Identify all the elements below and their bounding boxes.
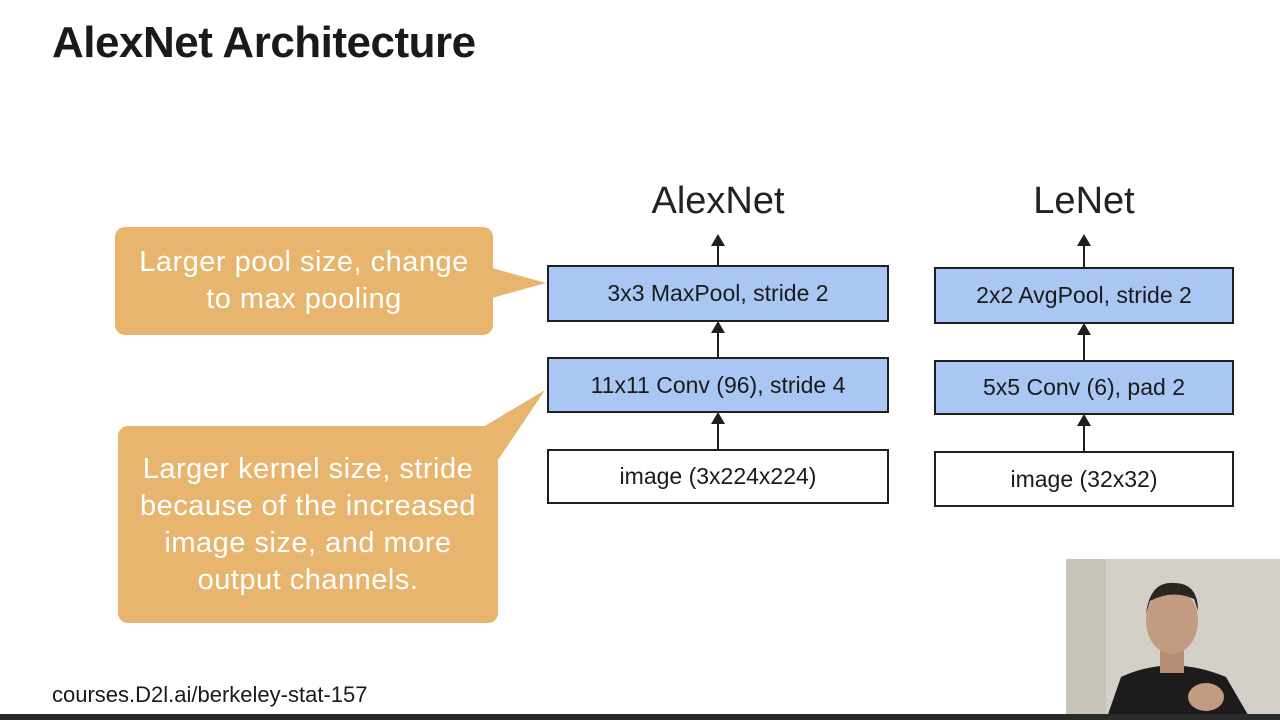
- kernel-callout: Larger kernel size, stride because of th…: [118, 426, 498, 623]
- alexnet-image-label: image (3x224x224): [619, 463, 817, 489]
- alexnet-conv-to-pool-arrow: [711, 321, 725, 357]
- alexnet-conv-layer: 11x11 Conv (96), stride 4: [547, 357, 889, 413]
- presenter-figure: [1066, 559, 1280, 720]
- lenet-conv-label: 5x5 Conv (6), pad 2: [982, 374, 1185, 400]
- lenet-image-to-conv-arrow: [1077, 414, 1091, 451]
- pool-callout-text: Larger pool size, change to max pooling: [139, 246, 469, 315]
- slide-title: AlexNet Architecture: [52, 18, 476, 67]
- bottom-bar: [0, 714, 1280, 720]
- alexnet-output-arrow: [711, 234, 725, 266]
- pool-callout: Larger pool size, change to max pooling: [115, 227, 493, 335]
- lenet-image-layer: image (32x32): [934, 451, 1234, 507]
- lenet-output-arrow: [1077, 234, 1091, 267]
- alexnet-maxpool-layer: 3x3 MaxPool, stride 2: [547, 265, 889, 322]
- lenet-title: LeNet: [1033, 180, 1135, 222]
- alexnet-maxpool-label: 3x3 MaxPool, stride 2: [607, 280, 829, 306]
- alexnet-conv-label: 11x11 Conv (96), stride 4: [590, 371, 846, 398]
- lenet-avgpool-label: 2x2 AvgPool, stride 2: [976, 282, 1192, 308]
- lenet-image-label: image (32x32): [1010, 465, 1158, 492]
- alexnet-image-to-conv-arrow: [711, 412, 725, 449]
- pool-callout-tail: [492, 268, 546, 298]
- presenter-webcam: [1066, 559, 1280, 720]
- lenet-avgpool-layer: 2x2 AvgPool, stride 2: [934, 267, 1234, 324]
- alexnet-title: AlexNet: [651, 180, 785, 222]
- kernel-callout-text: Larger kernel size, stride because of th…: [139, 452, 477, 596]
- footer-url: courses.D2l.ai/berkeley-stat-157: [52, 682, 368, 707]
- alexnet-image-layer: image (3x224x224): [547, 449, 889, 504]
- lenet-conv-to-pool-arrow: [1077, 323, 1091, 360]
